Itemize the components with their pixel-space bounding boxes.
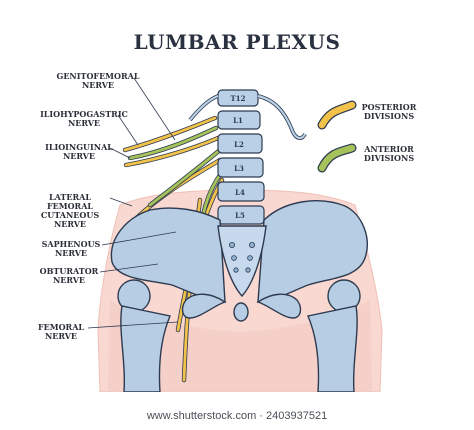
vertebra-label-l2: L2 <box>234 140 244 149</box>
footer-band <box>0 392 474 430</box>
vertebral-column <box>188 89 307 225</box>
diagram-title: LUMBAR PLEXUS <box>133 30 341 54</box>
sacral-foramina <box>228 241 255 273</box>
vertebra-label-l3: L3 <box>234 164 244 173</box>
leader-lines <box>87 77 179 329</box>
stock-footer: www.shutterstock.com · 2403937521 <box>146 410 328 422</box>
vertebra-label-l5: L5 <box>235 211 245 220</box>
vertebra-label-l4: L4 <box>235 188 245 197</box>
vertebra-label-t12: T12 <box>230 94 246 103</box>
vertebra-label-l1: L1 <box>233 116 243 125</box>
legend-anterior-swatch <box>317 143 357 173</box>
femurs <box>117 279 361 393</box>
legend-posterior-swatch <box>317 100 357 130</box>
